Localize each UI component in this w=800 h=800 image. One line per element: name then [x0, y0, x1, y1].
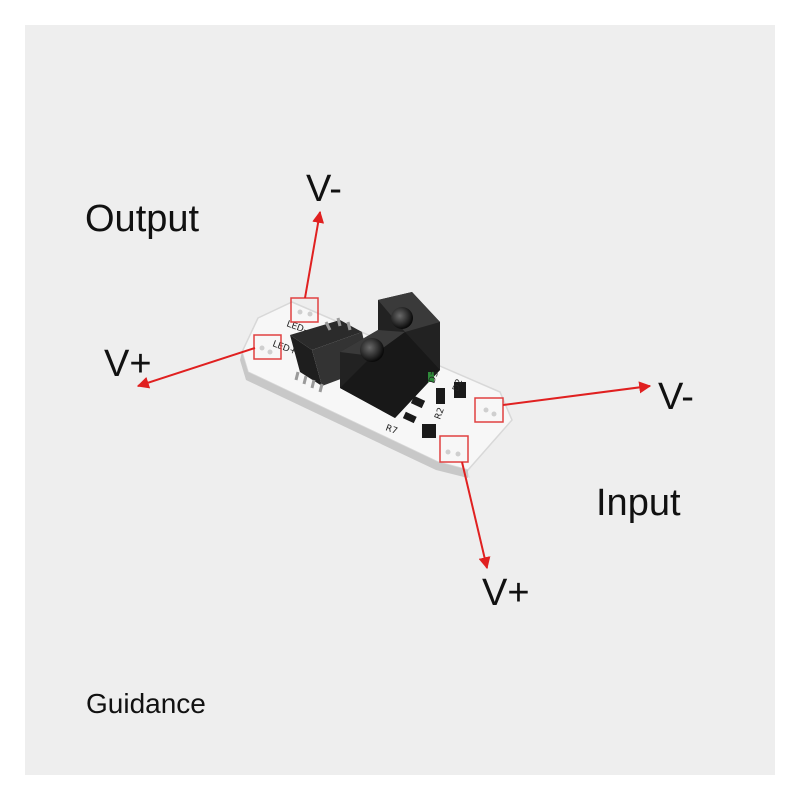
highlight-output-negative [290, 297, 319, 323]
transistor [422, 424, 436, 438]
led-green [428, 372, 434, 382]
silk-r2: R2 [433, 406, 446, 421]
silk-d3: D3 [427, 370, 441, 385]
silk-r7: R7 [384, 423, 399, 436]
ic-chip-top [290, 320, 362, 350]
smd-component [410, 395, 426, 409]
input-label: Input [596, 482, 681, 524]
arrow-output-positive [136, 347, 256, 389]
ir-lens-receiver [391, 307, 413, 329]
solder-pads [259, 309, 497, 457]
input-positive-label: V+ [482, 572, 530, 614]
output-positive-label: V+ [104, 343, 152, 385]
ic-pins [294, 317, 352, 393]
transistor [436, 388, 445, 404]
arrow-input-positive [461, 461, 491, 570]
arrow-input-negative [502, 381, 652, 406]
ir-lens-emitter [360, 338, 384, 362]
ic-chip [290, 335, 322, 386]
highlight-input-negative [474, 397, 504, 423]
terminal-highlights [253, 297, 504, 463]
input-negative-label: V- [658, 376, 694, 418]
silk-d2: D2 [451, 378, 465, 393]
highlight-output-positive [253, 334, 282, 360]
highlight-input-positive [439, 435, 469, 463]
guidance-label: Guidance [86, 688, 206, 719]
output-label: Output [85, 198, 200, 240]
arrow-output-negative [304, 210, 325, 299]
pcb-edge [240, 352, 468, 478]
output-negative-label: V- [306, 168, 342, 210]
connection-arrows [136, 210, 652, 570]
transistor [454, 382, 466, 398]
smd-component [402, 411, 417, 424]
